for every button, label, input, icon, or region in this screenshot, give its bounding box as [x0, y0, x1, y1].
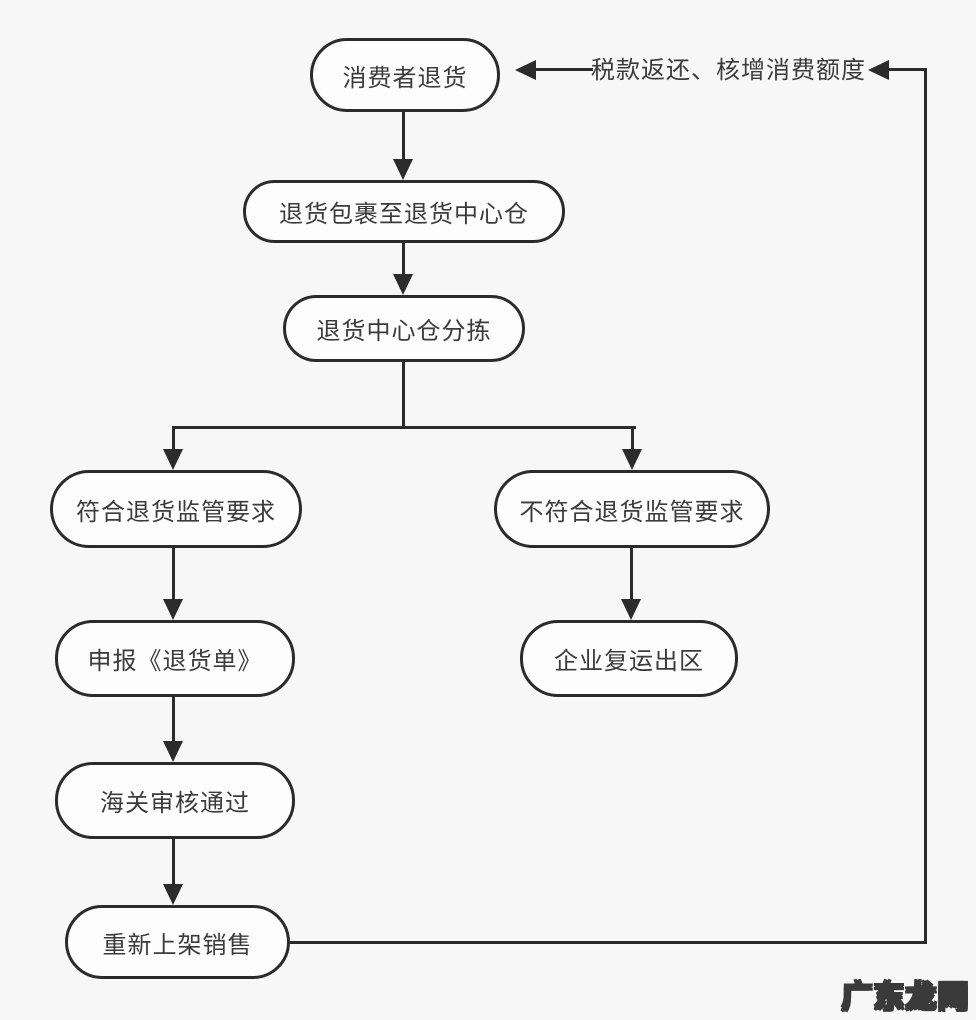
connector-split-left-arm: [172, 426, 175, 454]
connector-meets-to-declare: [172, 546, 175, 602]
connector-feedback-top-right: [887, 68, 927, 71]
connector-package-to-sorting: [402, 241, 405, 279]
arrowhead-down-icon: [163, 741, 183, 762]
arrowhead-down-icon: [163, 599, 183, 620]
feedback-edge-label: 税款返还、核增消费额度: [591, 55, 866, 85]
connector-consumer-to-package: [402, 110, 405, 162]
node-meets-supervision-req: 符合退货监管要求: [50, 470, 302, 548]
node-consumer-return: 消费者退货: [310, 38, 500, 112]
connector-declare-to-customs: [172, 695, 175, 744]
arrowhead-left-icon: [868, 60, 889, 80]
connector-customs-to-relist: [172, 837, 175, 886]
arrowhead-down-icon: [621, 599, 641, 620]
arrowhead-down-icon: [393, 274, 413, 295]
connector-notmeets-to-reship: [630, 546, 633, 602]
connector-split-horizontal: [172, 426, 636, 429]
node-enterprise-reship-out: 企业复运出区: [520, 620, 738, 697]
node-package-to-return-warehouse: 退货包裹至退货中心仓: [243, 180, 565, 243]
connector-feedback-right: [924, 68, 927, 944]
arrowhead-down-icon: [163, 449, 183, 470]
arrowhead-down-icon: [163, 884, 183, 905]
node-relist-for-sale: 重新上架销售: [65, 905, 290, 979]
arrowhead-down-icon: [622, 449, 642, 470]
watermark-logo: 广东龙网: [841, 979, 970, 1016]
connector-feedback-bottom: [289, 941, 927, 944]
arrowhead-left-icon: [515, 60, 536, 80]
node-declare-return-form: 申报《退货单》: [55, 620, 295, 697]
node-return-warehouse-sorting: 退货中心仓分拣: [283, 295, 525, 362]
connector-sorting-to-split: [402, 360, 405, 429]
connector-feedback-top-left: [534, 68, 593, 71]
arrowhead-down-icon: [393, 159, 413, 180]
node-not-meets-supervision-req: 不符合退货监管要求: [494, 470, 770, 548]
connector-split-right-arm: [631, 426, 634, 454]
node-customs-review-passed: 海关审核通过: [55, 762, 295, 839]
